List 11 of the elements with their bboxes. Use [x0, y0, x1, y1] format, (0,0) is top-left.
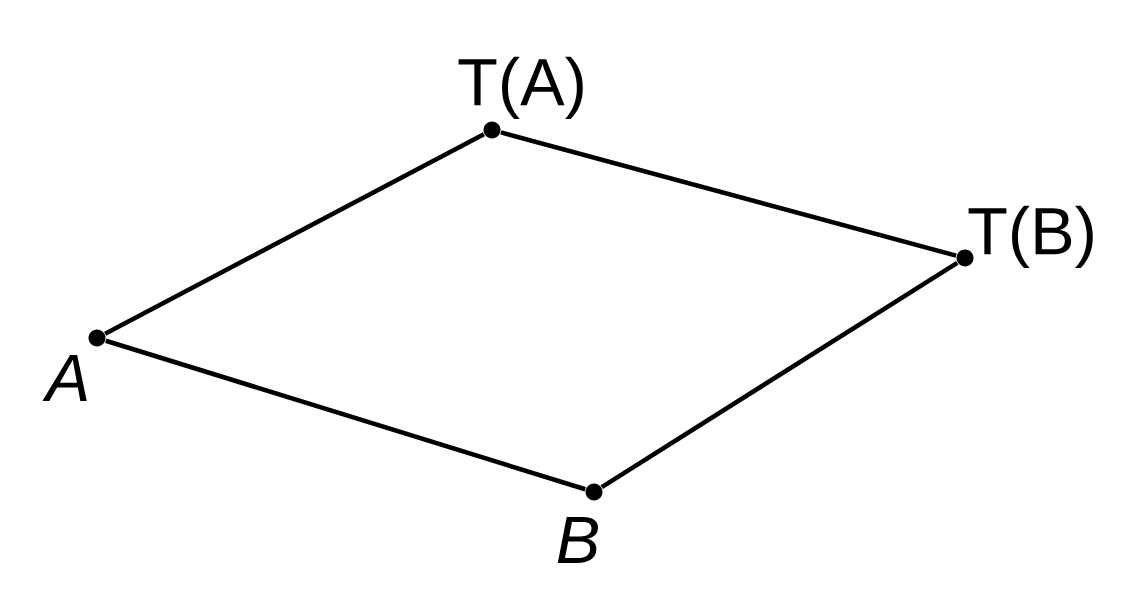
point-label: A [42, 355, 87, 401]
point-dot [88, 329, 106, 347]
line-segment [600, 260, 959, 489]
point-label: T(A) [458, 56, 583, 120]
point-dot [585, 483, 603, 501]
line-segment [500, 130, 957, 258]
line-segment [105, 338, 586, 492]
point-label: B [557, 517, 598, 563]
point-dot [483, 121, 501, 139]
point-label: T(B) [968, 205, 1093, 269]
line-segment [104, 132, 485, 336]
